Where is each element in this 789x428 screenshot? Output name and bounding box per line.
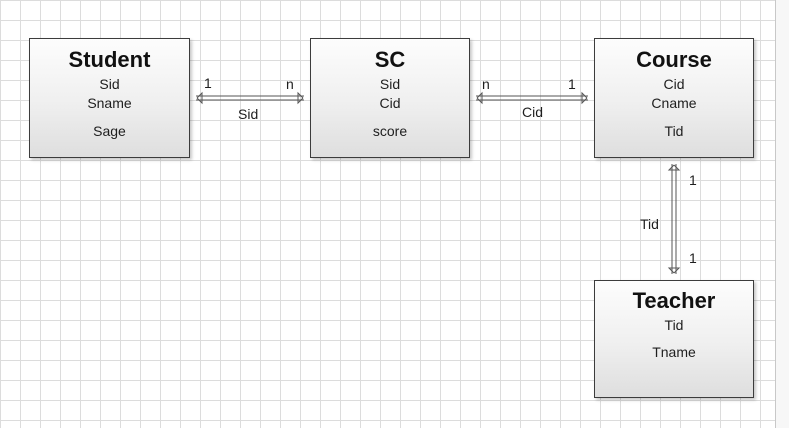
entity-title: SC [374,47,406,72]
entity-attribute: Cid [663,76,685,92]
connector-sc-course[interactable] [476,91,588,105]
entity-attribute: score [372,123,408,139]
entity-title: Course [636,47,712,72]
entity-title: Student [68,47,151,72]
vertical-scrollbar[interactable] [775,0,789,428]
entity-attribute: Tname [652,344,696,360]
cardinality-label: n [482,76,490,92]
relationship-key-label: Cid [522,104,544,120]
connector-course-teacher[interactable] [667,164,681,274]
cardinality-label: n [286,76,294,92]
cardinality-label: 1 [689,172,697,188]
entity-course[interactable]: Course Cid Cname Tid [594,38,754,158]
entity-attribute: Tid [664,317,684,333]
entity-attribute: Cname [651,95,697,111]
cardinality-label: 1 [204,75,212,91]
cardinality-label: 1 [568,76,576,92]
cardinality-label: 1 [689,250,697,266]
entity-sc[interactable]: SC Sid Cid score [310,38,470,158]
entity-attribute: Tid [664,123,684,139]
entity-title: Teacher [632,288,716,313]
entity-teacher[interactable]: Teacher Tid Tname [594,280,754,398]
entity-attribute: Sid [379,76,401,92]
entity-attribute: Sname [87,95,132,111]
entity-student[interactable]: Student Sid Sname Sage [29,38,190,158]
entity-attribute: Cid [379,95,401,111]
connector-student-sc[interactable] [196,91,304,105]
entity-attribute: Sage [93,123,126,139]
relationship-key-label: Sid [238,106,259,122]
entity-attribute: Sid [99,76,120,92]
relationship-key-label: Tid [640,216,659,232]
